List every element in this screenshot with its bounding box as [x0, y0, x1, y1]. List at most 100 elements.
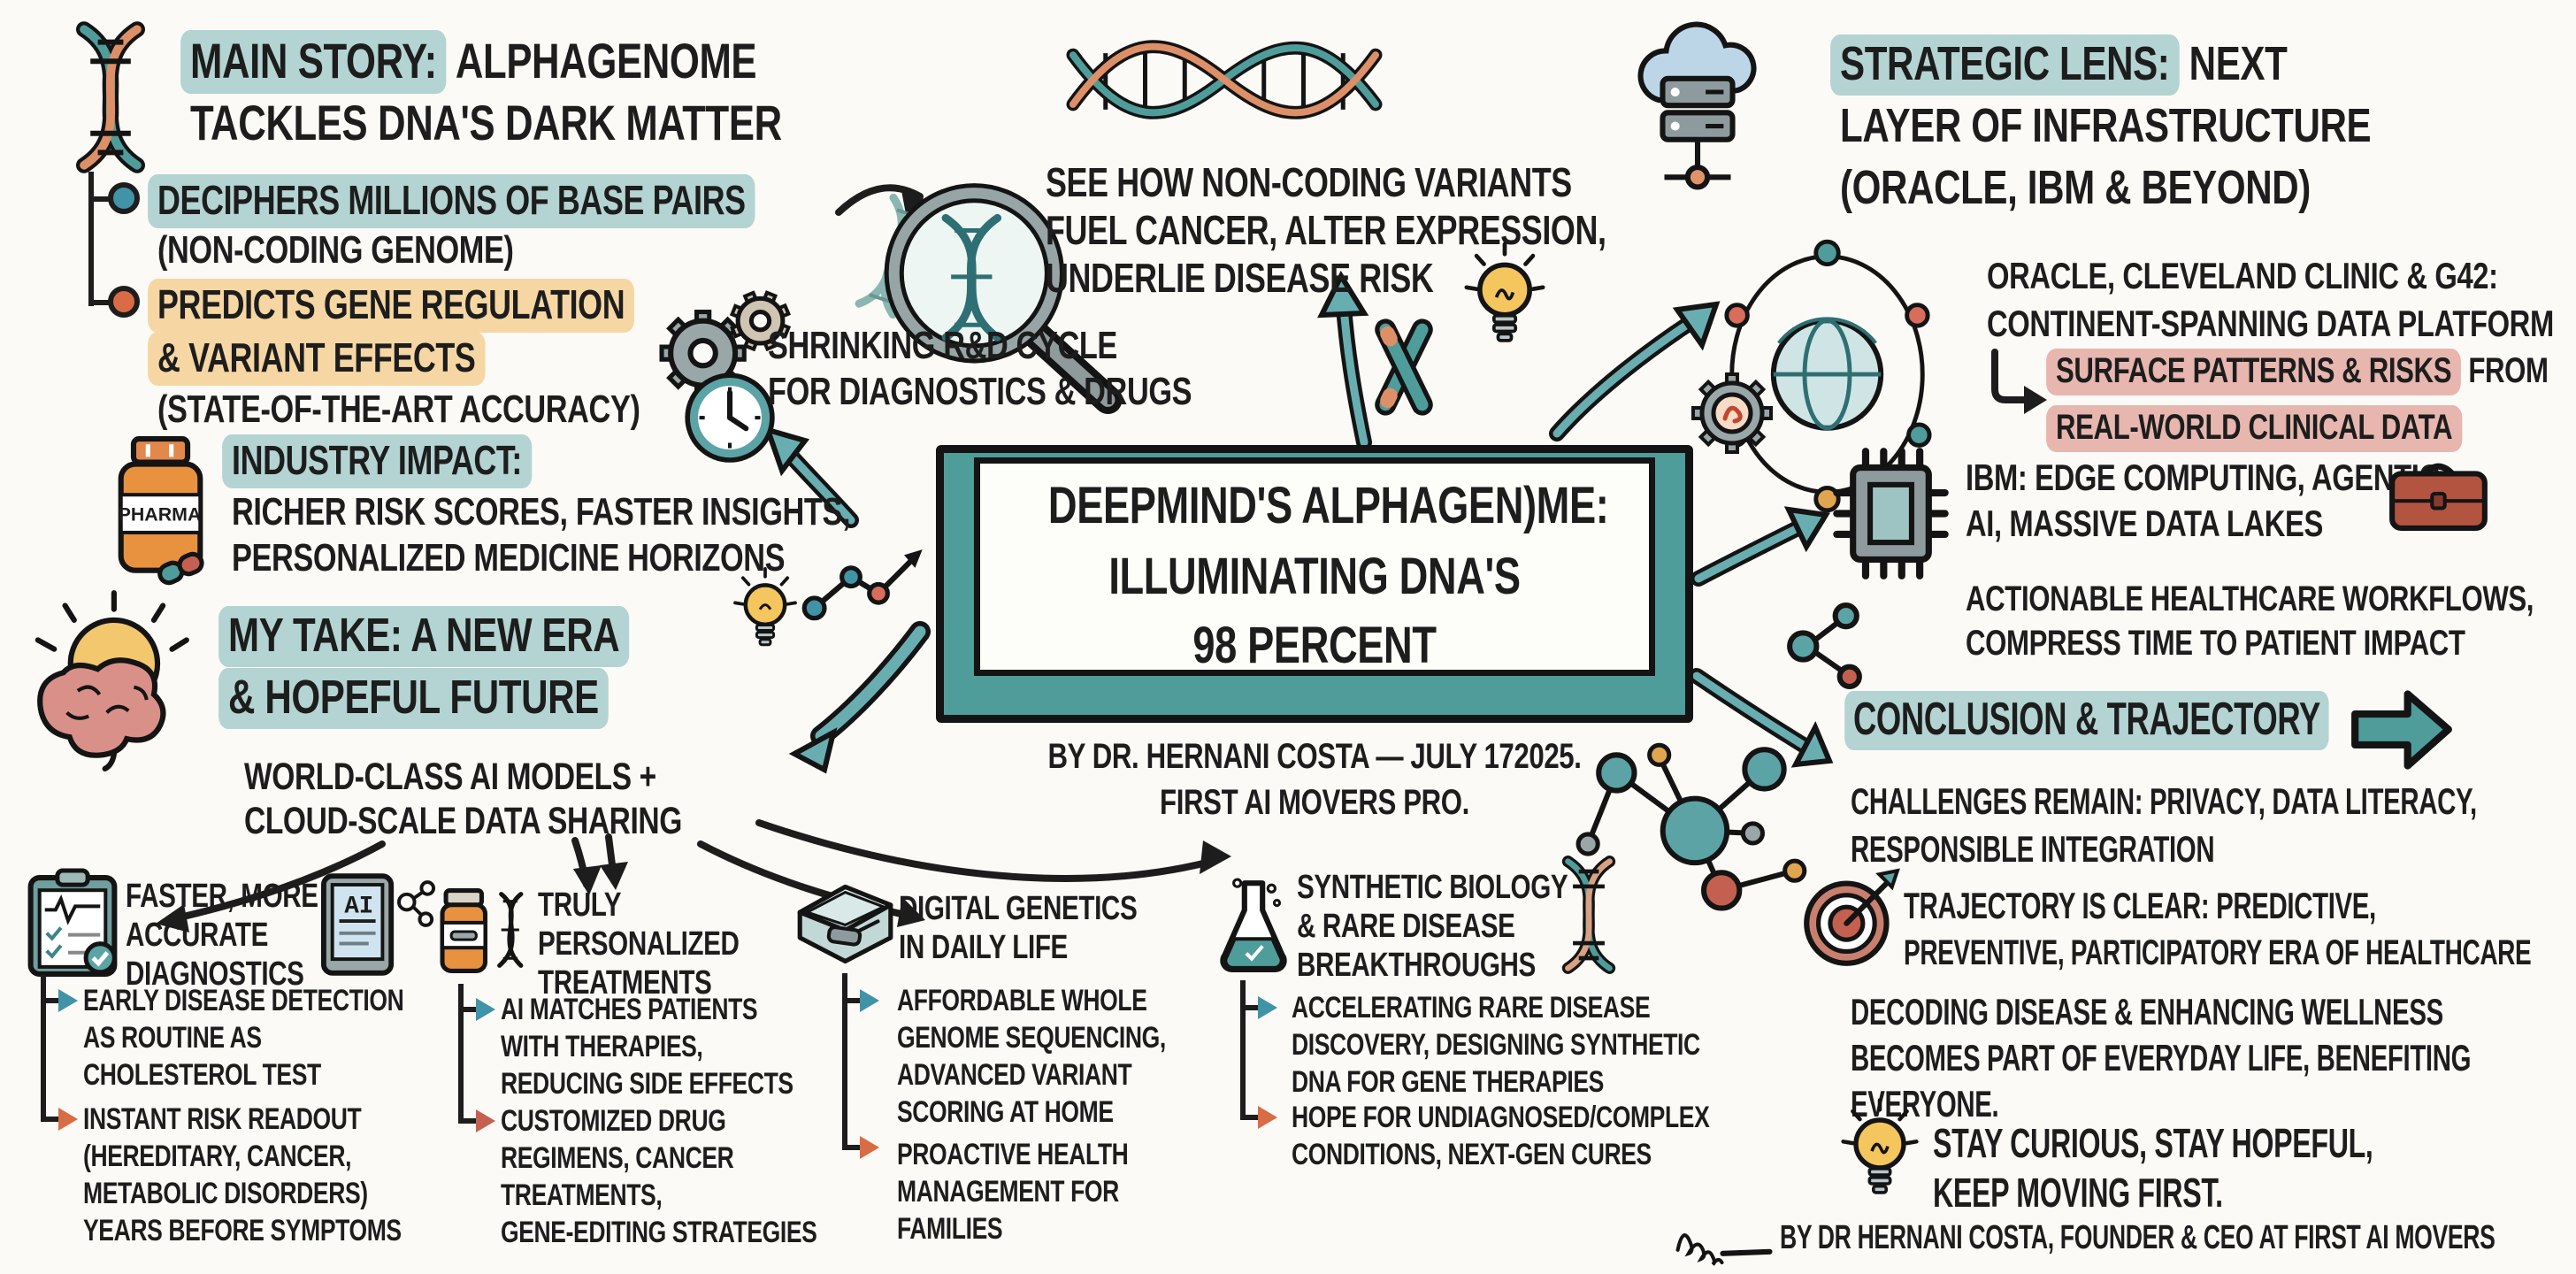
cloud-servers-icon: [1630, 21, 1765, 225]
main-bullet-tree-branch2: [88, 300, 111, 305]
teal-arrow-to-seehow: [1317, 270, 1372, 450]
col4-b2-line1: HOPE FOR UNDIAGNOSED/COMPLEX: [1292, 1101, 1710, 1134]
col3-b1-line1: AFFORDABLE WHOLE: [897, 984, 1147, 1017]
challenges-line2: RESPONSIBLE INTEGRATION: [1851, 828, 2215, 870]
col3-tree-branch1: [842, 998, 860, 1003]
col3-b2-line1: PROACTIVE HEALTH: [897, 1138, 1129, 1171]
strategic-title-line3: (ORACLE, IBM & BEYOND): [1840, 161, 2311, 214]
chip-icon: [1829, 444, 1951, 584]
molecule-icon: [1570, 736, 1828, 952]
signature-icon: [1670, 1212, 1775, 1266]
col3-tree-branch2: [842, 1145, 860, 1150]
dna-icon-topleft: [44, 21, 177, 173]
byline-line1: BY DR. HERNANI COSTA — JULY 172025.: [1047, 737, 1582, 776]
col3-b2-line3: FAMILIES: [897, 1212, 1003, 1246]
col1-b1-line3: CHOLESTEROL TEST: [83, 1058, 321, 1092]
col1-tree-vline: [41, 975, 46, 1122]
clipboard-icon: [23, 868, 122, 980]
col1-bullet2-arrow: [58, 1108, 78, 1131]
footer-credit: BY DR HERNANI COSTA, FOUNDER & CEO AT FI…: [1780, 1219, 2496, 1256]
col3-b2-line2: MANAGEMENT FOR: [897, 1175, 1119, 1209]
down-arrow-col2: [605, 833, 617, 881]
col4-bullet1-arrow: [1258, 996, 1277, 1019]
trajectory-line1: TRAJECTORY IS CLEAR: PREDICTIVE,: [1904, 885, 2376, 926]
col3-bullet1-arrow: [860, 989, 879, 1012]
col1-b1-line2: AS ROUTINE AS: [83, 1021, 262, 1055]
col1-b2-line2: (HEREDITARY, CANCER,: [83, 1140, 352, 1173]
lightbulb-icon-left: [732, 559, 798, 664]
bullet1-text: DECIPHERS MILLIONS OF BASE PAIRS: [148, 174, 755, 228]
col2-tree-branch2: [458, 1118, 476, 1124]
industry-impact-label: INDUSTRY IMPACT:: [222, 434, 532, 488]
my-take-title-line2: & HOPEFUL FUTURE: [218, 668, 609, 729]
col4-title-line3: BREAKTHROUGHS: [1297, 947, 1536, 984]
surface-line2: REAL-WORLD CLINICAL DATA: [2046, 405, 2463, 452]
col4-title-line2: & RARE DISEASE: [1297, 908, 1515, 945]
shrinking-line2: FOR DIAGNOSTICS & DRUGS: [768, 370, 1192, 413]
surface-line1: SURFACE PATTERNS & RISKS FROM: [2046, 349, 2549, 395]
col1-title-line1: FASTER, MORE: [126, 878, 318, 915]
col2-title-line2: PERSONALIZED: [538, 925, 740, 963]
col1-title-line2: ACCURATE: [126, 917, 268, 954]
gears-clock-icon: [659, 288, 794, 464]
strategic-title-line1: STRATEGIC LENS: NEXT: [1830, 35, 2288, 96]
col1-bullet1-arrow: [58, 989, 78, 1012]
industry-impact-line1: RICHER RISK SCORES, FASTER INSIGHTS,: [232, 490, 851, 533]
col4-tree-branch2: [1240, 1115, 1258, 1120]
col4-b1-line2: DISCOVERY, DESIGNING SYNTHETIC: [1292, 1028, 1700, 1062]
actionable-line1: ACTIONABLE HEALTHCARE WORKFLOWS,: [1966, 579, 2534, 618]
lightbulb-icon-center: [1461, 242, 1548, 352]
col3-b1-line3: ADVANCED VARIANT: [897, 1058, 1132, 1092]
bullet2-text-line1: PREDICTS GENE REGULATION: [148, 279, 635, 333]
col4-tree-vline: [1240, 980, 1246, 1120]
col3-b1-line2: GENOME SEQUENCING,: [897, 1021, 1166, 1055]
fan-arrow-col4: [755, 819, 1221, 882]
col1-tree-branch2: [41, 1117, 58, 1122]
col4-b1-line3: DNA FOR GENE THERAPIES: [1292, 1065, 1604, 1099]
trajectory-line2: PREVENTIVE, PARTICIPATORY ERA OF HEALTHC…: [1904, 933, 2532, 972]
pill-bottle-dna-icon: [439, 886, 533, 977]
col2-b2-line4: GENE-EDITING STRATEGIES: [501, 1216, 817, 1249]
dna-icon-col4: [1546, 856, 1631, 974]
col2-b2-line2: REGIMENS, CANCER: [501, 1141, 734, 1175]
kit-box-icon: [793, 878, 897, 973]
challenges-line1: CHALLENGES REMAIN: PRIVACY, DATA LITERAC…: [1851, 780, 2477, 822]
main-story-title-line2: TACKLES DNA'S DARK MATTER: [190, 95, 782, 150]
shrinking-line1: SHRINKING R&D CYCLE: [768, 324, 1117, 367]
strategic-title-line2: LAYER OF INFRASTRUCTURE: [1840, 99, 2372, 152]
decoding-line3: EVERYONE.: [1851, 1083, 1999, 1124]
col1-b1-line1: EARLY DISEASE DETECTION: [83, 984, 404, 1017]
svg-text:PHARMA: PHARMA: [119, 504, 202, 526]
bullet2-sub: (STATE-OF-THE-ART ACCURACY): [157, 388, 640, 431]
oracle-line2: CONTINENT-SPANNING DATA PLATFORM: [1987, 303, 2554, 344]
see-how-line3: UNDERLIE DISEASE RISK: [1046, 255, 1434, 301]
dna-icon-top-center: [1066, 25, 1383, 138]
col2-b2-line3: TREATMENTS,: [501, 1178, 663, 1212]
col4-bullet2-arrow: [1258, 1106, 1277, 1129]
bullet-dot-teal: [108, 182, 140, 214]
decoding-line2: BECOMES PART OF EVERYDAY LIFE, BENEFITIN…: [1851, 1037, 2472, 1078]
central-title-panel: [974, 457, 1655, 676]
my-take-title-line1: MY TAKE: A NEW ERA: [218, 606, 630, 667]
ibm-line1: IBM: EDGE COMPUTING, AGENTIC: [1966, 457, 2440, 498]
see-how-line2: FUEL CANCER, ALTER EXPRESSION,: [1046, 207, 1606, 253]
main-story-title-highlight: MAIN STORY:: [180, 30, 447, 94]
central-title-box: [936, 445, 1693, 723]
col2-b1-line1: AI MATCHES PATIENTS: [501, 993, 758, 1026]
flask-icon: [1217, 876, 1290, 975]
teal-arrow-down-left: [788, 621, 931, 774]
ibm-line2: AI, MASSIVE DATA LAKES: [1966, 503, 2323, 544]
bullet-dot-orange: [108, 286, 140, 318]
box-title-line3: 98 PERCENT: [1192, 617, 1437, 674]
conclusion-title: CONCLUSION & TRAJECTORY: [1844, 691, 2329, 750]
col2-b1-line3: REDUCING SIDE EFFECTS: [501, 1067, 794, 1101]
col2-bullet2-arrow: [476, 1109, 495, 1132]
teal-arrow-to-chip: [1690, 506, 1830, 587]
share-molecule-icon: [1782, 600, 1867, 694]
main-bullet-tree-vline: [88, 172, 94, 306]
col2-b1-line2: WITH THERAPIES,: [501, 1030, 703, 1063]
col3-bullet2-arrow: [860, 1136, 879, 1159]
chromosome-icon: [1371, 311, 1437, 423]
see-how-line1: SEE HOW NON-CODING VARIANTS: [1046, 159, 1572, 205]
col4-b1-line1: ACCELERATING RARE DISEASE: [1292, 991, 1651, 1025]
